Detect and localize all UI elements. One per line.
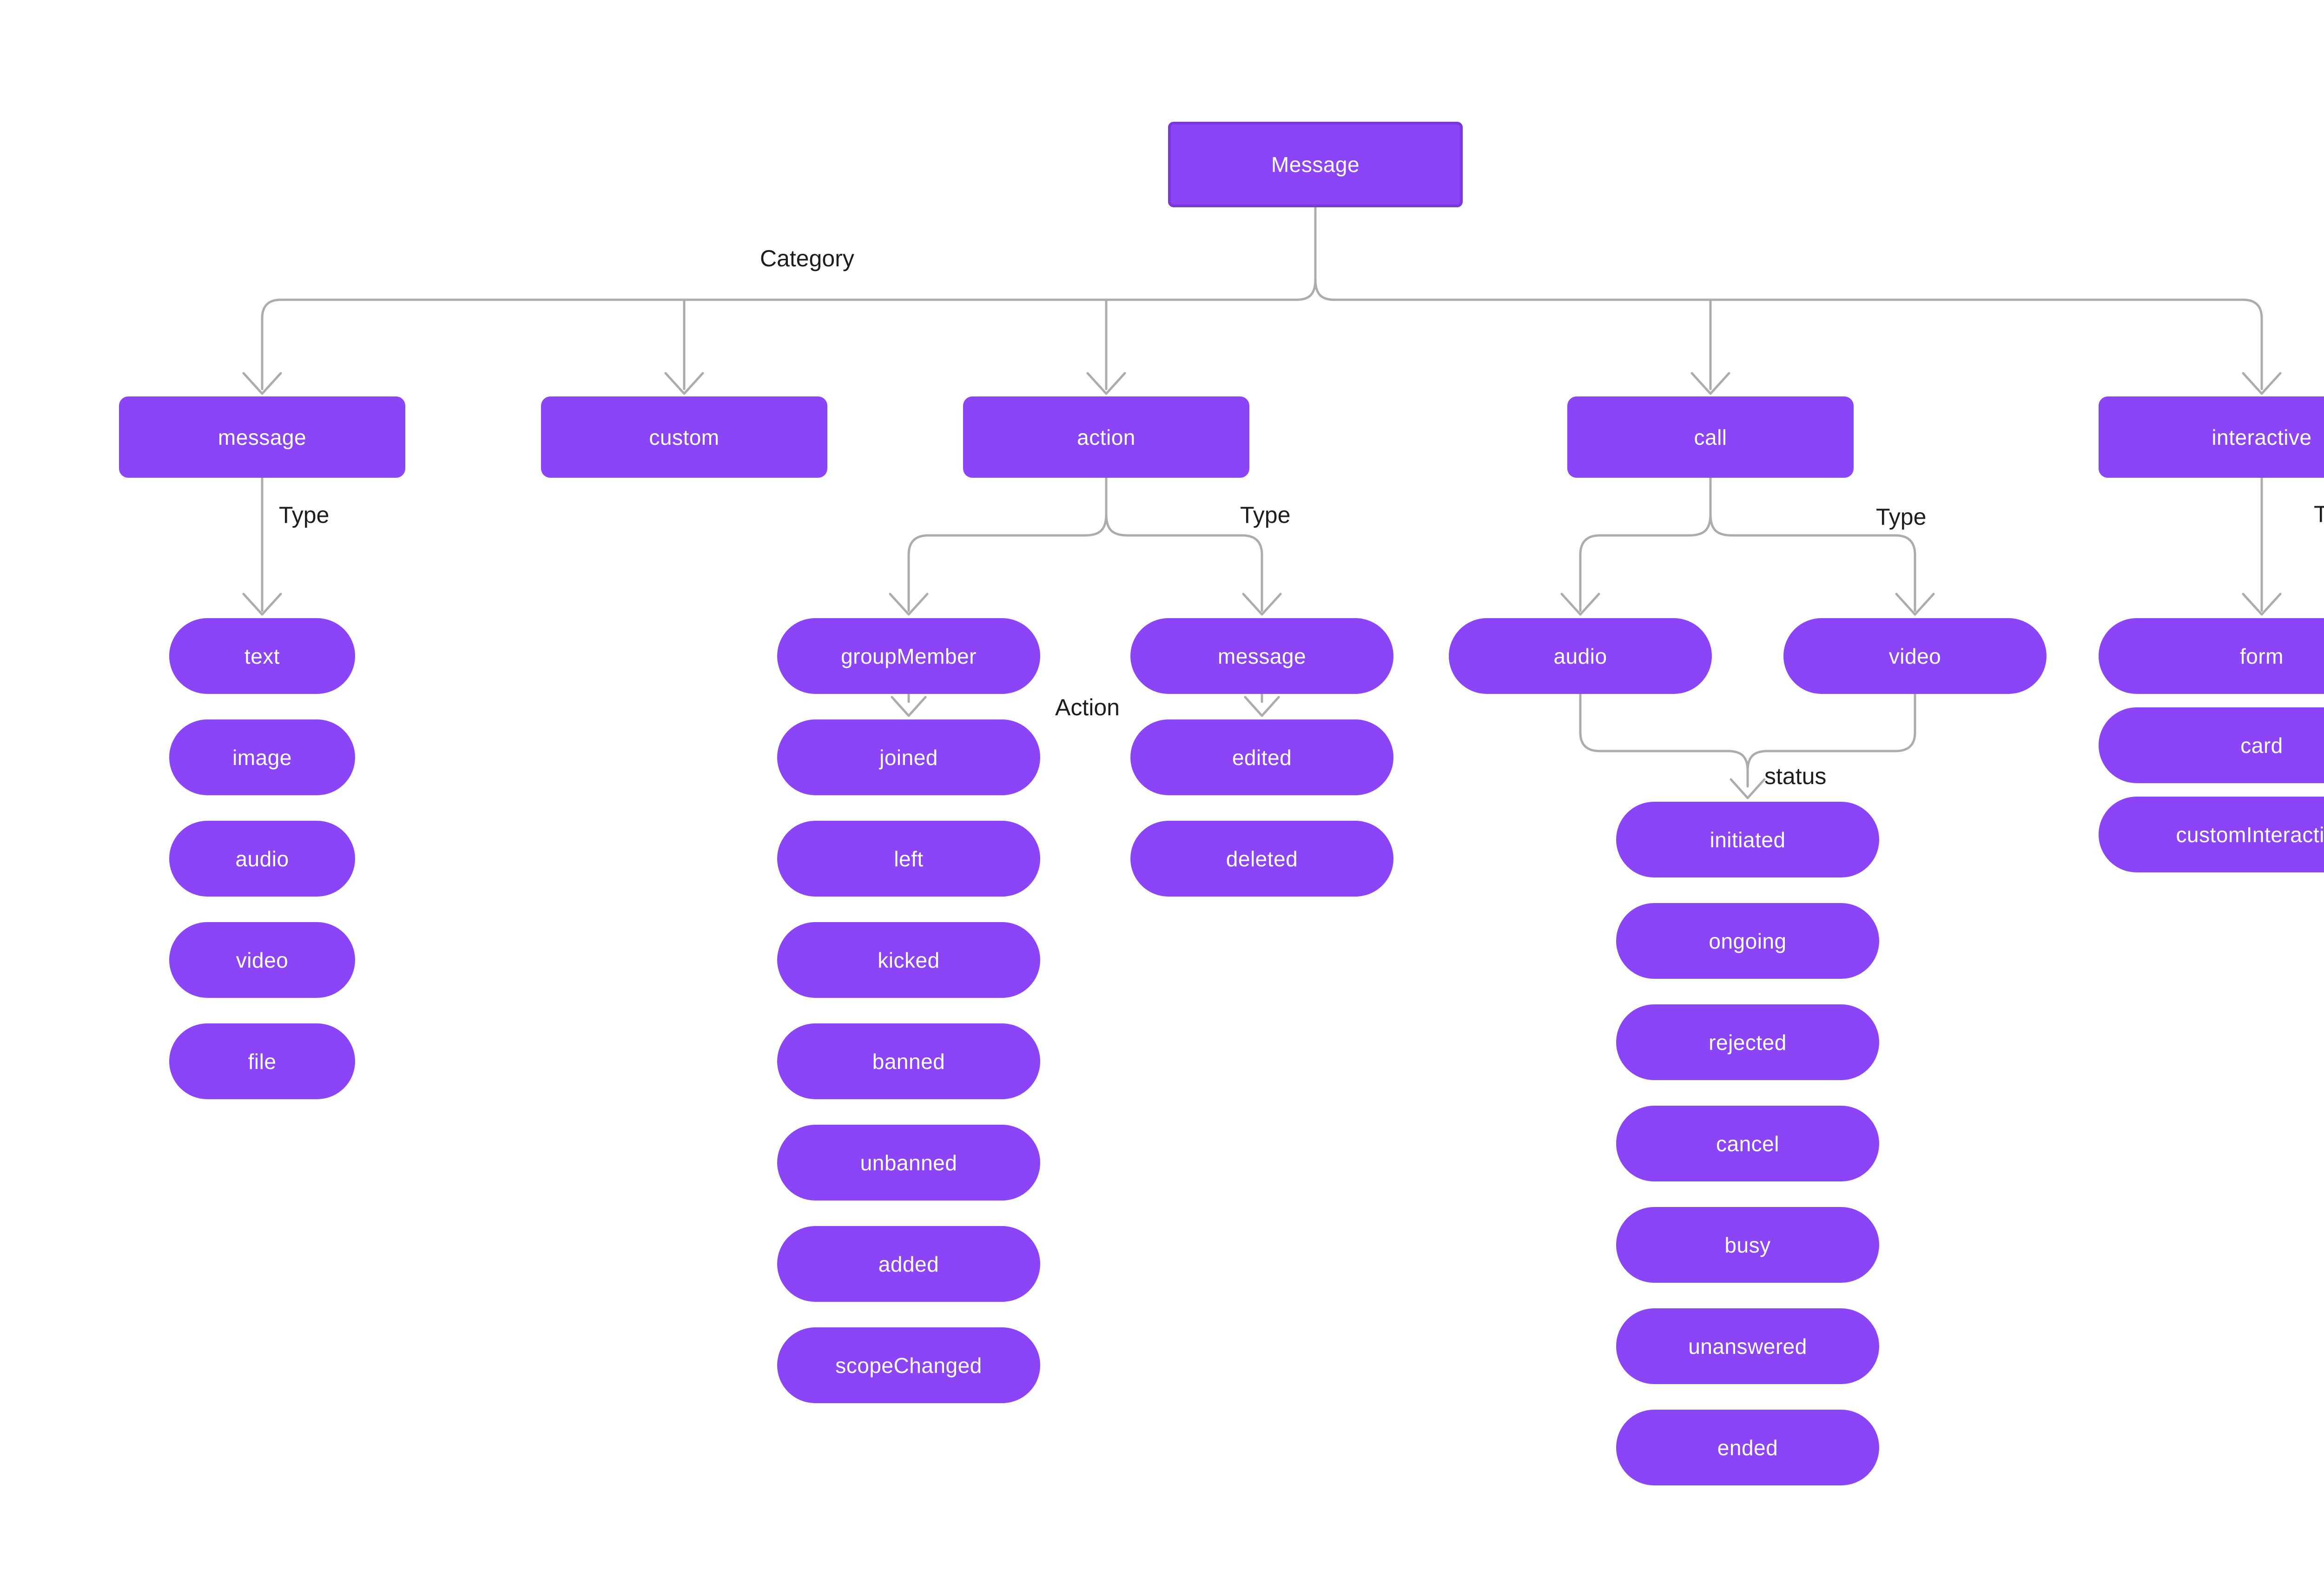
node-type-group-member: groupMember <box>777 618 1040 694</box>
root-to-categories-connector <box>261 206 2263 390</box>
node-interactive-form: form <box>2099 618 2324 694</box>
node-status-busy: busy <box>1616 1207 1879 1283</box>
call-split-connector <box>1560 477 1935 616</box>
edge-label-status: status <box>1764 763 1827 789</box>
node-action-edited: edited <box>1130 719 1393 795</box>
message-to-text-connector <box>242 477 282 616</box>
node-type-action-message: message <box>1130 618 1393 694</box>
interactive-to-form-connector <box>2242 477 2282 616</box>
node-category-interactive: interactive <box>2099 396 2324 478</box>
node-action-left: left <box>777 821 1040 897</box>
edge-label-type-action: Type <box>1240 502 1291 528</box>
node-status-ongoing: ongoing <box>1616 903 1879 979</box>
call-status-merge-connector <box>1579 693 1916 799</box>
node-call-audio: audio <box>1449 618 1712 694</box>
node-action-deleted: deleted <box>1130 821 1393 897</box>
node-category-message: message <box>119 396 405 478</box>
node-action-added: added <box>777 1226 1040 1302</box>
node-status-initiated: initiated <box>1616 802 1879 877</box>
node-status-ended: ended <box>1616 1410 1879 1485</box>
node-interactive-custom-interactive: customInteractive <box>2099 797 2324 872</box>
node-action-banned: banned <box>777 1023 1040 1099</box>
node-type-text: text <box>169 618 355 694</box>
edge-label-action: Action <box>1055 694 1120 720</box>
edge-label-category: Category <box>760 245 854 271</box>
action-message-to-edited-connector <box>1244 693 1280 717</box>
group-member-to-joined-connector <box>891 693 927 717</box>
node-status-unanswered: unanswered <box>1616 1308 1879 1384</box>
node-action-joined: joined <box>777 719 1040 795</box>
node-action-scope-changed: scopeChanged <box>777 1327 1040 1403</box>
node-type-video: video <box>169 922 355 998</box>
node-call-video: video <box>1783 618 2047 694</box>
edge-label-type-message: Type <box>279 502 330 528</box>
edge-label-type-call: Type <box>1876 504 1927 530</box>
node-category-custom: custom <box>541 396 827 478</box>
node-action-kicked: kicked <box>777 922 1040 998</box>
node-type-image: image <box>169 719 355 795</box>
node-category-action: action <box>963 396 1249 478</box>
node-type-file: file <box>169 1023 355 1099</box>
node-message-root: Message <box>1168 122 1463 207</box>
node-type-audio: audio <box>169 821 355 897</box>
node-status-rejected: rejected <box>1616 1004 1879 1080</box>
node-interactive-card: card <box>2099 707 2324 783</box>
category-arrowheads <box>242 372 2282 395</box>
node-status-cancel: cancel <box>1616 1106 1879 1181</box>
node-action-unbanned: unbanned <box>777 1125 1040 1200</box>
edge-label-type-interactive: Type <box>2314 501 2324 527</box>
node-category-call: call <box>1567 396 1854 478</box>
action-split-connector <box>889 477 1282 616</box>
